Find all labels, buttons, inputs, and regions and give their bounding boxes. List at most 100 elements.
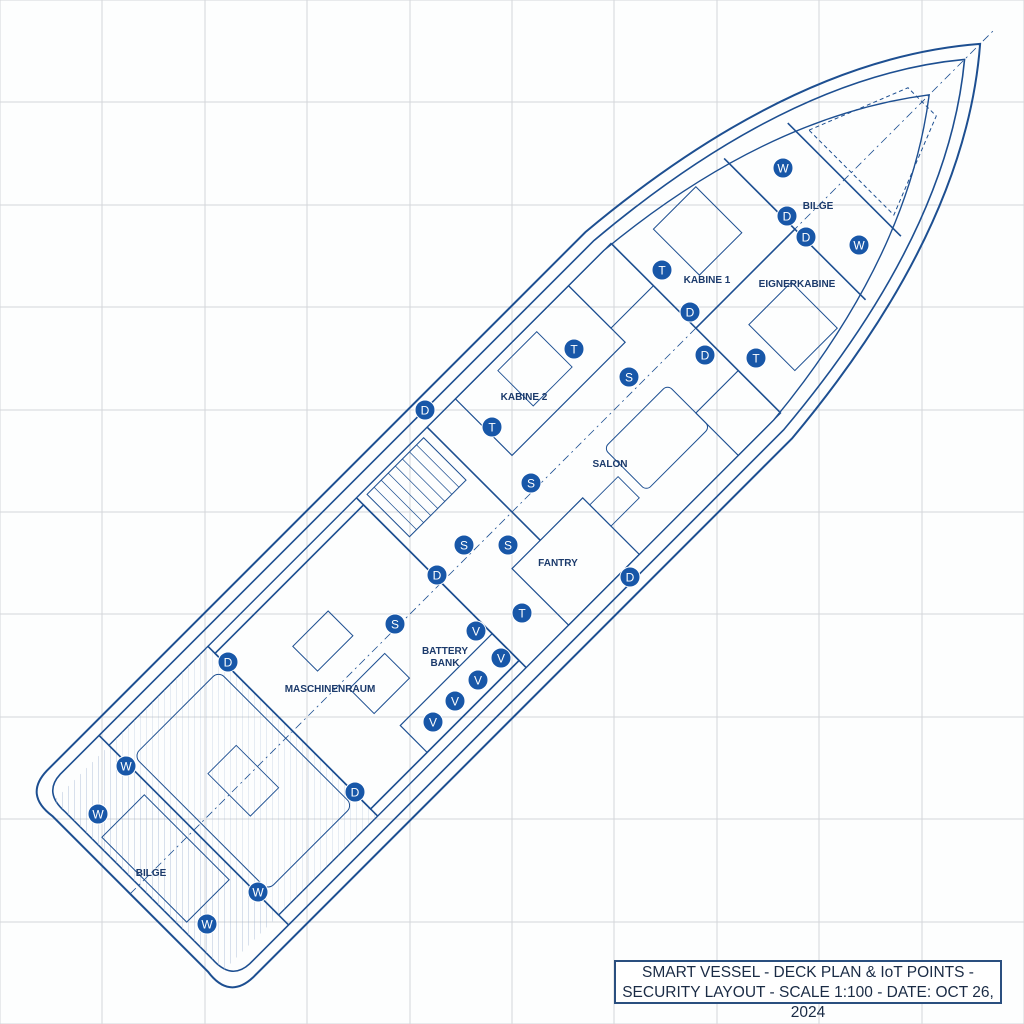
- door-sensor-marker[interactable]: D: [694, 344, 716, 366]
- label-bank: BANK: [431, 658, 461, 669]
- smoke-sensor-marker[interactable]: S: [453, 534, 475, 556]
- temperature-sensor-marker[interactable]: T: [651, 259, 673, 281]
- hull-inner: [52, 58, 966, 972]
- voltage-sensor-icon: [465, 620, 487, 642]
- temperature-sensor-icon: [745, 347, 767, 369]
- temperature-sensor-marker[interactable]: T: [745, 347, 767, 369]
- water-sensor-marker[interactable]: W: [87, 803, 109, 825]
- marker-letter: V: [472, 625, 480, 639]
- marker-letter: D: [626, 571, 635, 585]
- label-salon: SALON: [593, 459, 628, 470]
- water-sensor-marker[interactable]: W: [247, 881, 269, 903]
- label-bilge-aft: BILGE: [136, 868, 167, 879]
- voltage-sensor-marker[interactable]: V: [467, 669, 489, 691]
- marker-letter: S: [460, 539, 468, 553]
- marker-letter: D: [783, 210, 792, 224]
- voltage-sensor-marker[interactable]: V: [422, 711, 444, 733]
- marker-letter: D: [802, 231, 811, 245]
- voltage-sensor-icon: [444, 690, 466, 712]
- marker-letter: V: [451, 695, 459, 709]
- marker-letter: D: [351, 786, 360, 800]
- marker-letter: V: [497, 652, 505, 666]
- marker-letter: D: [421, 404, 430, 418]
- door-sensor-icon: [679, 301, 701, 323]
- water-sensor-icon: [115, 755, 137, 777]
- voltage-sensor-marker[interactable]: V: [444, 690, 466, 712]
- door-sensor-marker[interactable]: D: [679, 301, 701, 323]
- door-sensor-marker[interactable]: D: [619, 566, 641, 588]
- smoke-sensor-marker[interactable]: S: [618, 366, 640, 388]
- marker-letter: S: [504, 539, 512, 553]
- label-kabine-2: KABINE 2: [501, 392, 548, 403]
- title-line-2: SECURITY LAYOUT - SCALE 1:100 - DATE: OC…: [622, 984, 994, 1021]
- marker-letter: W: [777, 162, 789, 176]
- door-sensor-icon: [344, 781, 366, 803]
- hull: [35, 30, 994, 989]
- door-sensor-marker[interactable]: D: [344, 781, 366, 803]
- water-sensor-icon: [772, 157, 794, 179]
- marker-letter: T: [570, 343, 578, 357]
- marker-letter: T: [658, 264, 666, 278]
- water-sensor-icon: [196, 913, 218, 935]
- voltage-sensor-marker[interactable]: V: [465, 620, 487, 642]
- temperature-sensor-icon: [511, 602, 533, 624]
- door-sensor-icon: [426, 564, 448, 586]
- label-fantry: FANTRY: [538, 558, 578, 569]
- marker-letter: D: [686, 306, 695, 320]
- door-sensor-marker[interactable]: D: [426, 564, 448, 586]
- door-sensor-icon: [217, 651, 239, 673]
- marker-letter: T: [518, 607, 526, 621]
- label-maschinenraum: MASCHINENRAUM: [285, 684, 376, 695]
- temperature-sensor-marker[interactable]: T: [563, 338, 585, 360]
- voltage-sensor-icon: [422, 711, 444, 733]
- door-sensor-icon: [694, 344, 716, 366]
- marker-letter: V: [429, 716, 437, 730]
- water-sensor-icon: [848, 234, 870, 256]
- voltage-sensor-marker[interactable]: V: [490, 647, 512, 669]
- water-sensor-marker[interactable]: W: [196, 913, 218, 935]
- marker-letter: W: [92, 808, 104, 822]
- water-sensor-marker[interactable]: W: [115, 755, 137, 777]
- marker-letter: W: [201, 918, 213, 932]
- door-sensor-marker[interactable]: D: [414, 399, 436, 421]
- door-sensor-marker[interactable]: D: [795, 226, 817, 248]
- marker-letter: W: [853, 239, 865, 253]
- water-sensor-marker[interactable]: W: [772, 157, 794, 179]
- door-sensor-icon: [414, 399, 436, 421]
- smoke-sensor-marker[interactable]: S: [520, 472, 542, 494]
- marker-letter: D: [701, 349, 710, 363]
- temperature-sensor-marker[interactable]: T: [511, 602, 533, 624]
- water-sensor-marker[interactable]: W: [848, 234, 870, 256]
- marker-letter: D: [224, 656, 233, 670]
- marker-letter: T: [488, 421, 496, 435]
- title-block: SMART VESSEL - DECK PLAN & IoT POINTS - …: [614, 960, 1002, 1021]
- marker-letter: W: [120, 760, 132, 774]
- smoke-sensor-icon: [618, 366, 640, 388]
- door-sensor-icon: [795, 226, 817, 248]
- voltage-sensor-icon: [490, 647, 512, 669]
- temperature-sensor-icon: [563, 338, 585, 360]
- temperature-sensor-marker[interactable]: T: [481, 416, 503, 438]
- label-bilge-fore: BILGE: [803, 201, 834, 212]
- smoke-sensor-icon: [384, 613, 406, 635]
- marker-letter: V: [474, 674, 482, 688]
- smoke-sensor-icon: [453, 534, 475, 556]
- label-eignerkabine: EIGNERKABINE: [759, 279, 836, 290]
- door-sensor-icon: [776, 205, 798, 227]
- title-line-1: SMART VESSEL - DECK PLAN & IoT POINTS -: [642, 964, 974, 981]
- door-sensor-icon: [619, 566, 641, 588]
- smoke-sensor-marker[interactable]: S: [497, 534, 519, 556]
- smoke-sensor-marker[interactable]: S: [384, 613, 406, 635]
- water-sensor-icon: [247, 881, 269, 903]
- temperature-sensor-icon: [651, 259, 673, 281]
- label-kabine-1: KABINE 1: [684, 275, 731, 286]
- door-sensor-marker[interactable]: D: [776, 205, 798, 227]
- room-labels: BILGE KABINE 1 EIGNERKABINE KABINE 2 SAL…: [136, 201, 836, 879]
- door-sensor-marker[interactable]: D: [217, 651, 239, 673]
- marker-letter: W: [252, 886, 264, 900]
- marker-letter: S: [625, 371, 633, 385]
- temperature-sensor-icon: [481, 416, 503, 438]
